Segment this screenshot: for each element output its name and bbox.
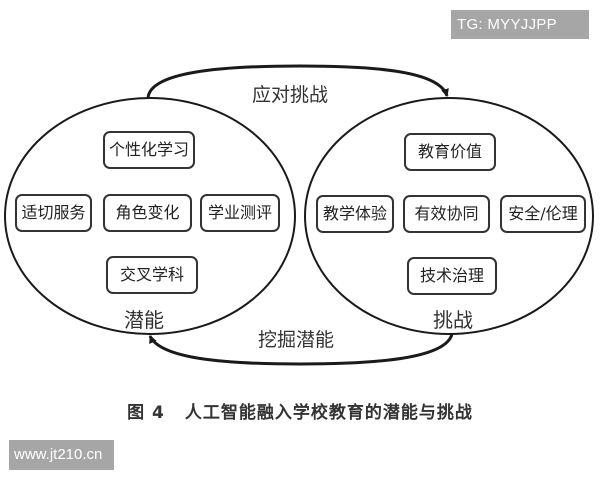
box-interdisciplinary: 交叉学科 — [106, 256, 198, 294]
box-personalized-learning: 个性化学习 — [103, 131, 195, 169]
right-ellipse-title: 挑战 — [433, 308, 473, 332]
right-ellipse — [304, 97, 594, 335]
figure-caption-text: 人工智能融入学校教育的潜能与挑战 — [184, 403, 473, 423]
box-academic-assessment: 学业测评 — [200, 194, 280, 232]
watermark-bottom-left: www.jt210.cn — [9, 440, 114, 470]
box-safety-ethics: 安全/伦理 — [500, 195, 586, 233]
box-appropriate-service: 适切服务 — [15, 194, 92, 232]
left-ellipse-title: 潜能 — [124, 308, 164, 332]
top-arrow — [146, 64, 449, 99]
box-effective-collaboration: 有效协同 — [403, 195, 490, 233]
box-educational-value: 教育价值 — [404, 133, 496, 171]
top-arrow-label: 应对挑战 — [252, 84, 329, 106]
bottom-arrow-label: 挖掘潜能 — [258, 329, 335, 351]
box-teaching-experience: 教学体验 — [316, 195, 394, 233]
figure-caption: 图 4 人工智能融入学校教育的潜能与挑战 — [0, 398, 600, 423]
box-technology-governance: 技术治理 — [407, 257, 497, 295]
left-ellipse — [4, 97, 296, 335]
box-role-change: 角色变化 — [103, 194, 192, 232]
diagram-shapes — [4, 64, 594, 366]
bottom-arrow — [148, 333, 454, 366]
figure-number: 图 4 — [127, 403, 165, 423]
watermark-top-right: TG: MYYJJPP — [451, 10, 589, 39]
